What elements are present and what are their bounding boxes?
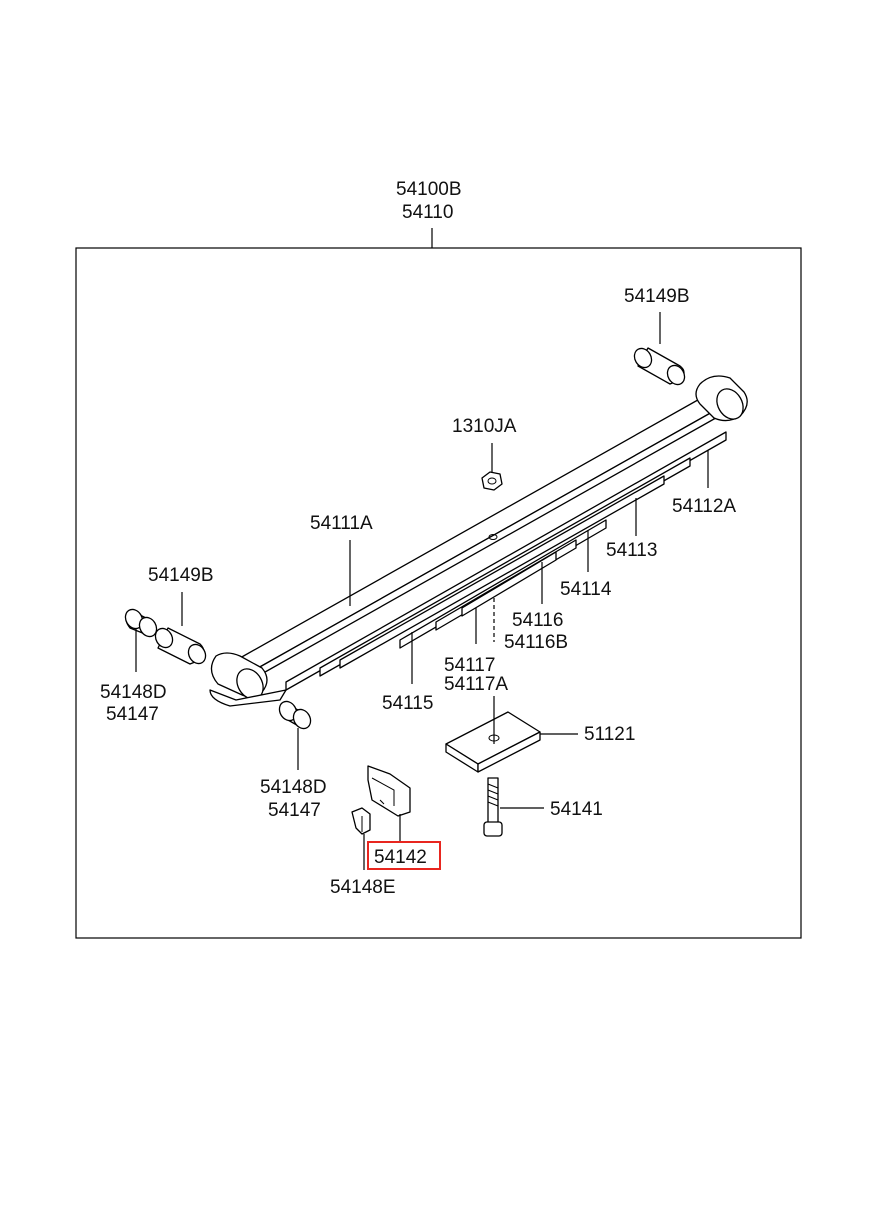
label-bush-left-1[interactable]: 54148D (100, 682, 167, 703)
label-leaf-3[interactable]: 54113 (606, 540, 657, 561)
label-leaf-2[interactable]: 54112A (672, 496, 736, 517)
label-leaf-4[interactable]: 54114 (560, 579, 612, 600)
label-clip-small[interactable]: 54148E (330, 877, 396, 898)
bolt-icon (483, 777, 503, 837)
label-leaf-6a[interactable]: 54116 (512, 610, 563, 631)
bushing-top-icon (633, 347, 686, 386)
label-leaf-7a[interactable]: 54117 (444, 655, 495, 676)
label-assembly-2: 54110 (402, 202, 453, 223)
label-bush-lower-1[interactable]: 54148D (260, 777, 327, 798)
label-bolt[interactable]: 54141 (550, 799, 603, 820)
label-bush-left-2[interactable]: 54147 (106, 704, 159, 725)
label-bush-lower-2[interactable]: 54147 (268, 800, 321, 821)
leaf-spring (209, 375, 748, 707)
right-eye (695, 375, 748, 422)
label-nut[interactable]: 1310JA (452, 416, 517, 437)
label-clip[interactable]: 54142 (374, 847, 427, 868)
label-bushing-top[interactable]: 54149B (624, 286, 690, 307)
left-eye (209, 652, 287, 707)
pad-icon (445, 711, 541, 773)
label-pad[interactable]: 51121 (584, 724, 635, 745)
label-leaf-7b[interactable]: 54117A (444, 674, 508, 695)
label-leaf-6b[interactable]: 54116B (504, 632, 568, 653)
clip-icon (367, 765, 411, 817)
small-clip-icon (351, 807, 371, 835)
highlight-box (367, 841, 441, 870)
bushing-left-small-icon (124, 608, 158, 638)
label-assembly-1: 54100B (396, 179, 462, 200)
leader-lines (135, 312, 709, 870)
bushing-left-large-icon (154, 627, 207, 665)
label-bushing-left[interactable]: 54149B (148, 565, 214, 586)
label-leaf-main[interactable]: 54111A (310, 513, 373, 534)
label-leaf-5[interactable]: 54115 (382, 693, 433, 714)
nut-icon (481, 471, 503, 491)
bushing-lower-icon (278, 700, 312, 730)
diagram-frame (75, 247, 802, 939)
